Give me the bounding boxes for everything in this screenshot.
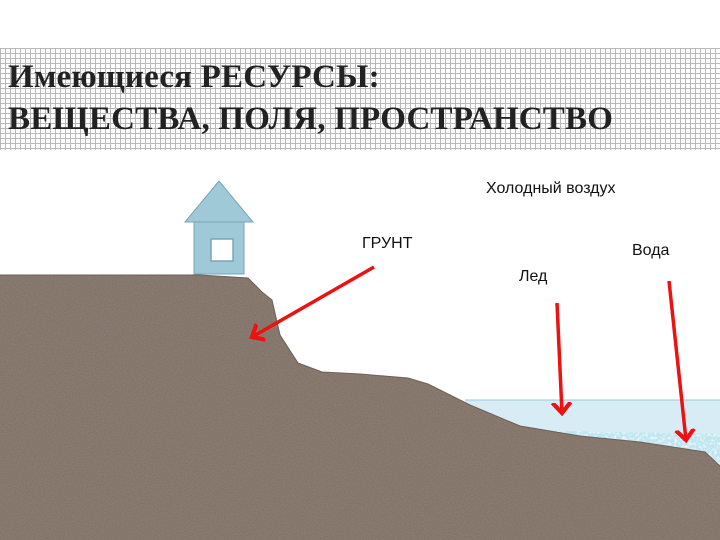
label-ground: ГРУНТ <box>362 235 413 252</box>
arrow-ice <box>557 302 562 413</box>
ground-outline <box>0 274 720 467</box>
slide-title: Имеющиеся РЕСУРСЫ: ВЕЩЕСТВА, ПОЛЯ, ПРОСТ… <box>8 56 613 140</box>
title-line-2: ВЕЩЕСТВА, ПОЛЯ, ПРОСТРАНСТВО <box>8 101 614 137</box>
arrow-water <box>667 280 686 440</box>
label-cold-air: Холодный воздух <box>486 180 616 197</box>
label-ice: Лед <box>519 268 548 285</box>
ground-mass <box>0 275 720 540</box>
arrow-ground <box>252 265 375 337</box>
label-water: Вода <box>632 242 670 259</box>
house-icon <box>183 180 255 275</box>
title-band <box>0 48 720 150</box>
title-line-1: Имеющиеся РЕСУРСЫ: <box>8 59 380 95</box>
